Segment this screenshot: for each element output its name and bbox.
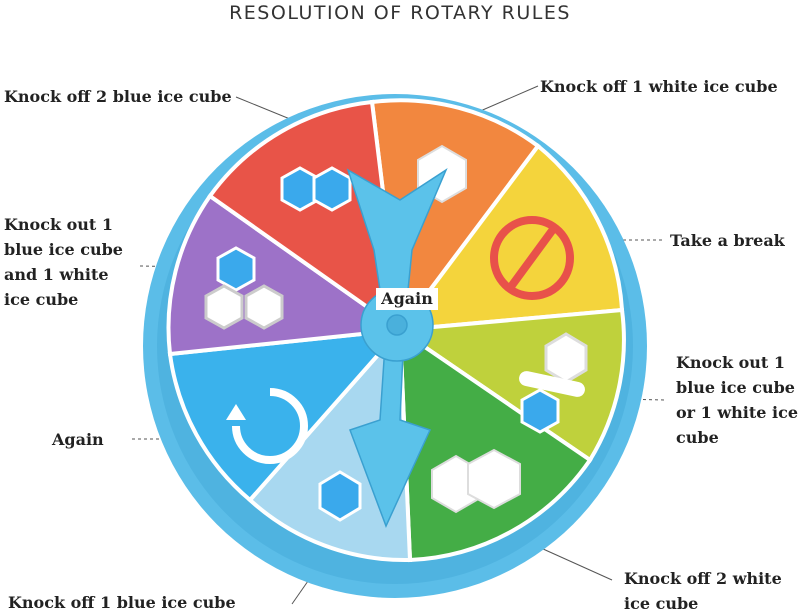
spinner-arrow[interactable] — [346, 168, 448, 528]
wheel-sectors — [166, 98, 626, 563]
label-left-upper: Knock out 1 blue ice cube and 1 white ic… — [4, 215, 123, 309]
label-left-lower: Again — [52, 430, 104, 449]
sector-orange — [369, 98, 541, 336]
sector-yellow — [395, 143, 625, 333]
no-entry-icon — [490, 216, 574, 300]
label-top-right: Knock off 1 white ice cube — [540, 77, 778, 96]
hexagon-ice-cube-icon — [519, 332, 588, 434]
center-label: Again — [376, 288, 438, 310]
hexagon-ice-cube-icon — [431, 448, 521, 514]
label-top-left: Knock off 2 blue ice cube — [4, 87, 232, 106]
label-bottom-left: Knock off 1 blue ice cube — [8, 593, 236, 612]
label-right-lower: Knock out 1 blue ice cube or 1 white ice… — [676, 353, 798, 447]
hexagon-ice-cube-icon — [318, 470, 362, 522]
circular-arrow-icon — [226, 388, 308, 464]
sector-red — [207, 99, 403, 335]
sector-blue — [167, 327, 405, 503]
label-bottom-right: Knock off 2 white ice cube — [624, 569, 782, 613]
hexagon-ice-cube-icon — [280, 166, 352, 212]
label-right-upper: Take a break — [670, 231, 785, 250]
hexagon-ice-cube-icon — [204, 246, 284, 330]
sector-light-blue — [247, 324, 413, 563]
page-title: RESOLUTION OF ROTARY RULES — [229, 2, 571, 24]
